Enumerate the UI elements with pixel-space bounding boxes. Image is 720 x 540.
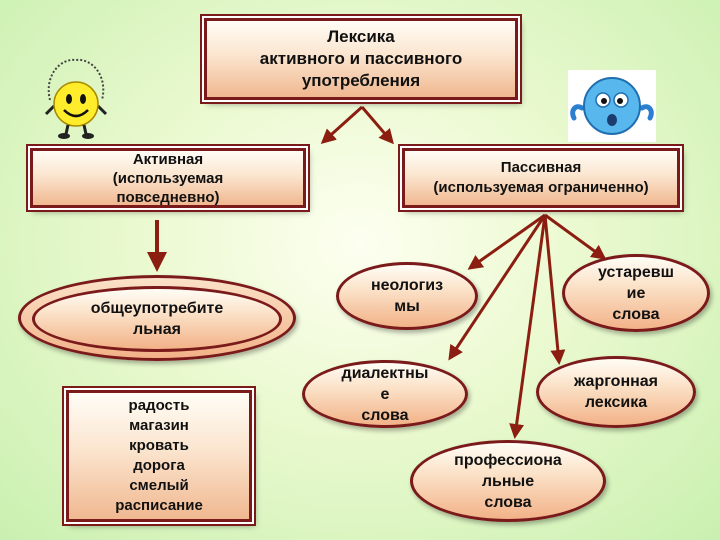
archaisms-text: устаревш ие слова	[598, 263, 674, 323]
arrow-to-archaisms	[544, 213, 607, 260]
examples-text: радость магазин кровать дорога смелый ра…	[115, 397, 203, 514]
blue-surprised-smiley-icon	[568, 70, 656, 142]
active-text: Активная (используемая повседневно)	[112, 150, 224, 206]
passive-text: Пассивная (используемая ограниченно)	[433, 159, 649, 196]
common-text: общеупотребите льная	[90, 300, 224, 338]
arrow-to-jargon	[543, 214, 566, 365]
jumping-smiley-icon	[44, 58, 108, 139]
archaisms-ellipse: устаревш ие слова	[562, 254, 710, 332]
title-text: Лексика активного и пассивного употребле…	[259, 27, 463, 90]
dialect-ellipse: диалектны е слова	[302, 360, 468, 428]
examples-box: радость магазин кровать дорога смелый ра…	[66, 390, 252, 522]
passive-box: Пассивная (используемая ограниченно)	[402, 148, 680, 208]
arrow-to-active	[320, 105, 364, 145]
common-ellipse: общеупотребите льная	[32, 286, 282, 352]
professional-text: профессиона льные слова	[454, 451, 562, 511]
neologisms-text: неологиз мы	[370, 277, 444, 315]
arrow-to-dialect	[448, 214, 547, 361]
arrow-to-neologisms	[467, 213, 546, 270]
arrow-to-passive	[360, 106, 394, 145]
jargon-text: жаргонная лексика	[574, 373, 658, 411]
dialect-text: диалектны е слова	[341, 364, 429, 424]
professional-ellipse: профессиона льные слова	[410, 440, 606, 522]
title-box: Лексика активного и пассивного употребле…	[204, 18, 518, 100]
neologisms-ellipse: неологиз мы	[336, 262, 478, 330]
arrow-to-professional	[509, 214, 547, 439]
jargon-ellipse: жаргонная лексика	[536, 356, 696, 428]
active-box: Активная (используемая повседневно)	[30, 148, 306, 208]
